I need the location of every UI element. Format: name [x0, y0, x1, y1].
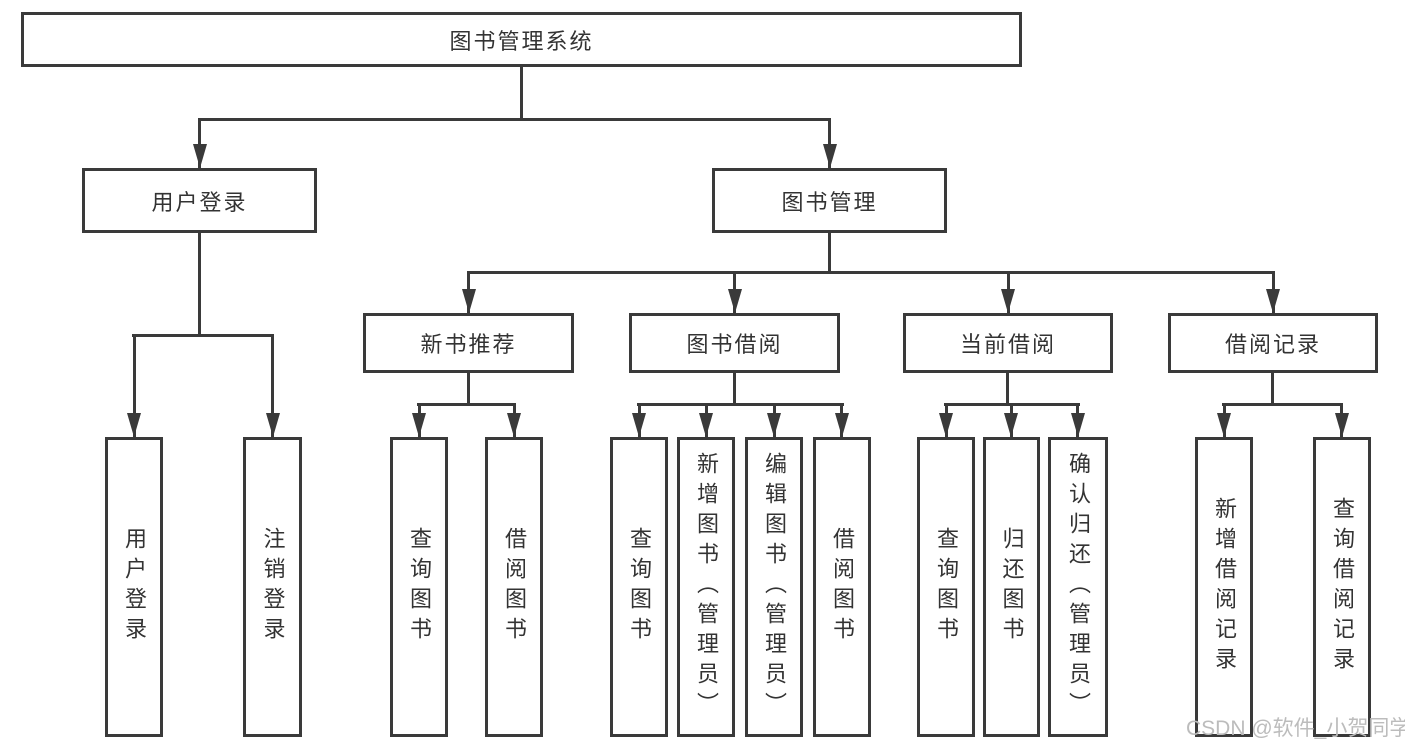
arrow-down-icon	[1001, 289, 1015, 313]
leaf-query-books-current: 查询图书	[917, 437, 975, 737]
connector-records-hline	[1222, 403, 1343, 406]
arrow-down-icon	[507, 413, 521, 437]
connector-login-drop-2	[271, 334, 274, 437]
arrow-down-icon	[1335, 413, 1349, 437]
arrow-down-icon	[632, 413, 646, 437]
connector-login-stub	[198, 233, 201, 337]
leaf-user-login: 用户登录	[105, 437, 163, 737]
leaf-query-borrow-record-label: 查询借阅记录	[1330, 497, 1355, 677]
arrow-down-icon	[835, 413, 849, 437]
arrow-down-icon	[823, 144, 837, 168]
connector-mgmt-hline	[467, 271, 1275, 274]
connector-borrow-stub	[733, 373, 736, 406]
leaf-confirm-return-admin-label: 确认归还（管理员）	[1066, 452, 1091, 722]
connector-root-hline	[198, 118, 831, 121]
arrow-down-icon	[1217, 413, 1231, 437]
arrow-down-icon	[728, 289, 742, 313]
leaf-borrow-books-recommend: 借阅图书	[485, 437, 543, 737]
connector-borrow-hline	[637, 403, 844, 406]
leaf-add-book-admin-label: 新增图书（管理员）	[694, 452, 719, 722]
leaf-logout-label: 注销登录	[260, 527, 286, 647]
connector-records-stub	[1271, 373, 1274, 406]
node-user-login: 用户登录	[82, 168, 317, 233]
connector-mgmt-stub	[828, 233, 831, 274]
arrow-down-icon	[127, 413, 141, 437]
arrow-down-icon	[266, 413, 280, 437]
connector-root-drop-2	[828, 118, 831, 168]
leaf-edit-book-admin: 编辑图书（管理员）	[745, 437, 803, 737]
arrow-down-icon	[1071, 413, 1085, 437]
node-book-management: 图书管理	[712, 168, 947, 233]
leaf-query-books-current-label: 查询图书	[934, 527, 959, 647]
node-book-borrowing-label: 图书借阅	[686, 332, 783, 357]
arrow-down-icon	[767, 413, 781, 437]
arrow-down-icon	[1266, 289, 1280, 313]
node-new-book-recommend-label: 新书推荐	[420, 332, 517, 357]
leaf-query-books-borrowing-label: 查询图书	[627, 527, 652, 647]
node-library-system: 图书管理系统	[21, 12, 1022, 67]
node-library-system-label: 图书管理系统	[449, 28, 594, 54]
connector-recommend-stub	[467, 373, 470, 406]
node-borrowing-records-label: 借阅记录	[1224, 332, 1321, 357]
leaf-borrow-books-recommend-label: 借阅图书	[502, 527, 527, 647]
arrow-down-icon	[1004, 413, 1018, 437]
arrow-down-icon	[193, 144, 207, 168]
leaf-query-books-recommend-label: 查询图书	[407, 527, 432, 647]
leaf-add-book-admin: 新增图书（管理员）	[677, 437, 735, 737]
node-current-borrowing-label: 当前借阅	[959, 332, 1056, 357]
connector-recommend-hline	[417, 403, 516, 406]
node-book-management-label: 图书管理	[781, 189, 878, 215]
watermark: CSDN @软件_小贺同学	[1186, 717, 1405, 740]
connector-login-hline	[132, 334, 274, 337]
node-user-login-label: 用户登录	[151, 189, 248, 215]
leaf-return-book: 归还图书	[983, 437, 1040, 737]
node-borrowing-records: 借阅记录	[1168, 313, 1378, 373]
connector-login-drop-1	[133, 334, 136, 437]
node-current-borrowing: 当前借阅	[903, 313, 1113, 373]
arrow-down-icon	[412, 413, 426, 437]
arrow-down-icon	[462, 289, 476, 313]
leaf-query-books-borrowing: 查询图书	[610, 437, 668, 737]
leaf-logout: 注销登录	[243, 437, 302, 737]
leaf-confirm-return-admin: 确认归还（管理员）	[1048, 437, 1108, 737]
arrow-down-icon	[699, 413, 713, 437]
arrow-down-icon	[939, 413, 953, 437]
leaf-return-book-label: 归还图书	[999, 527, 1025, 647]
leaf-add-borrow-record: 新增借阅记录	[1195, 437, 1253, 737]
connector-root-stub	[520, 66, 523, 121]
leaf-borrow-books-borrowing-label: 借阅图书	[830, 527, 855, 647]
connector-root-drop-1	[198, 118, 201, 168]
leaf-query-borrow-record: 查询借阅记录	[1313, 437, 1371, 737]
node-new-book-recommend: 新书推荐	[363, 313, 574, 373]
leaf-borrow-books-borrowing: 借阅图书	[813, 437, 871, 737]
leaf-edit-book-admin-label: 编辑图书（管理员）	[762, 452, 787, 722]
connector-current-stub	[1006, 373, 1009, 406]
node-book-borrowing: 图书借阅	[629, 313, 840, 373]
leaf-query-books-recommend: 查询图书	[390, 437, 448, 737]
leaf-user-login-label: 用户登录	[122, 527, 147, 647]
leaf-add-borrow-record-label: 新增借阅记录	[1212, 497, 1237, 677]
